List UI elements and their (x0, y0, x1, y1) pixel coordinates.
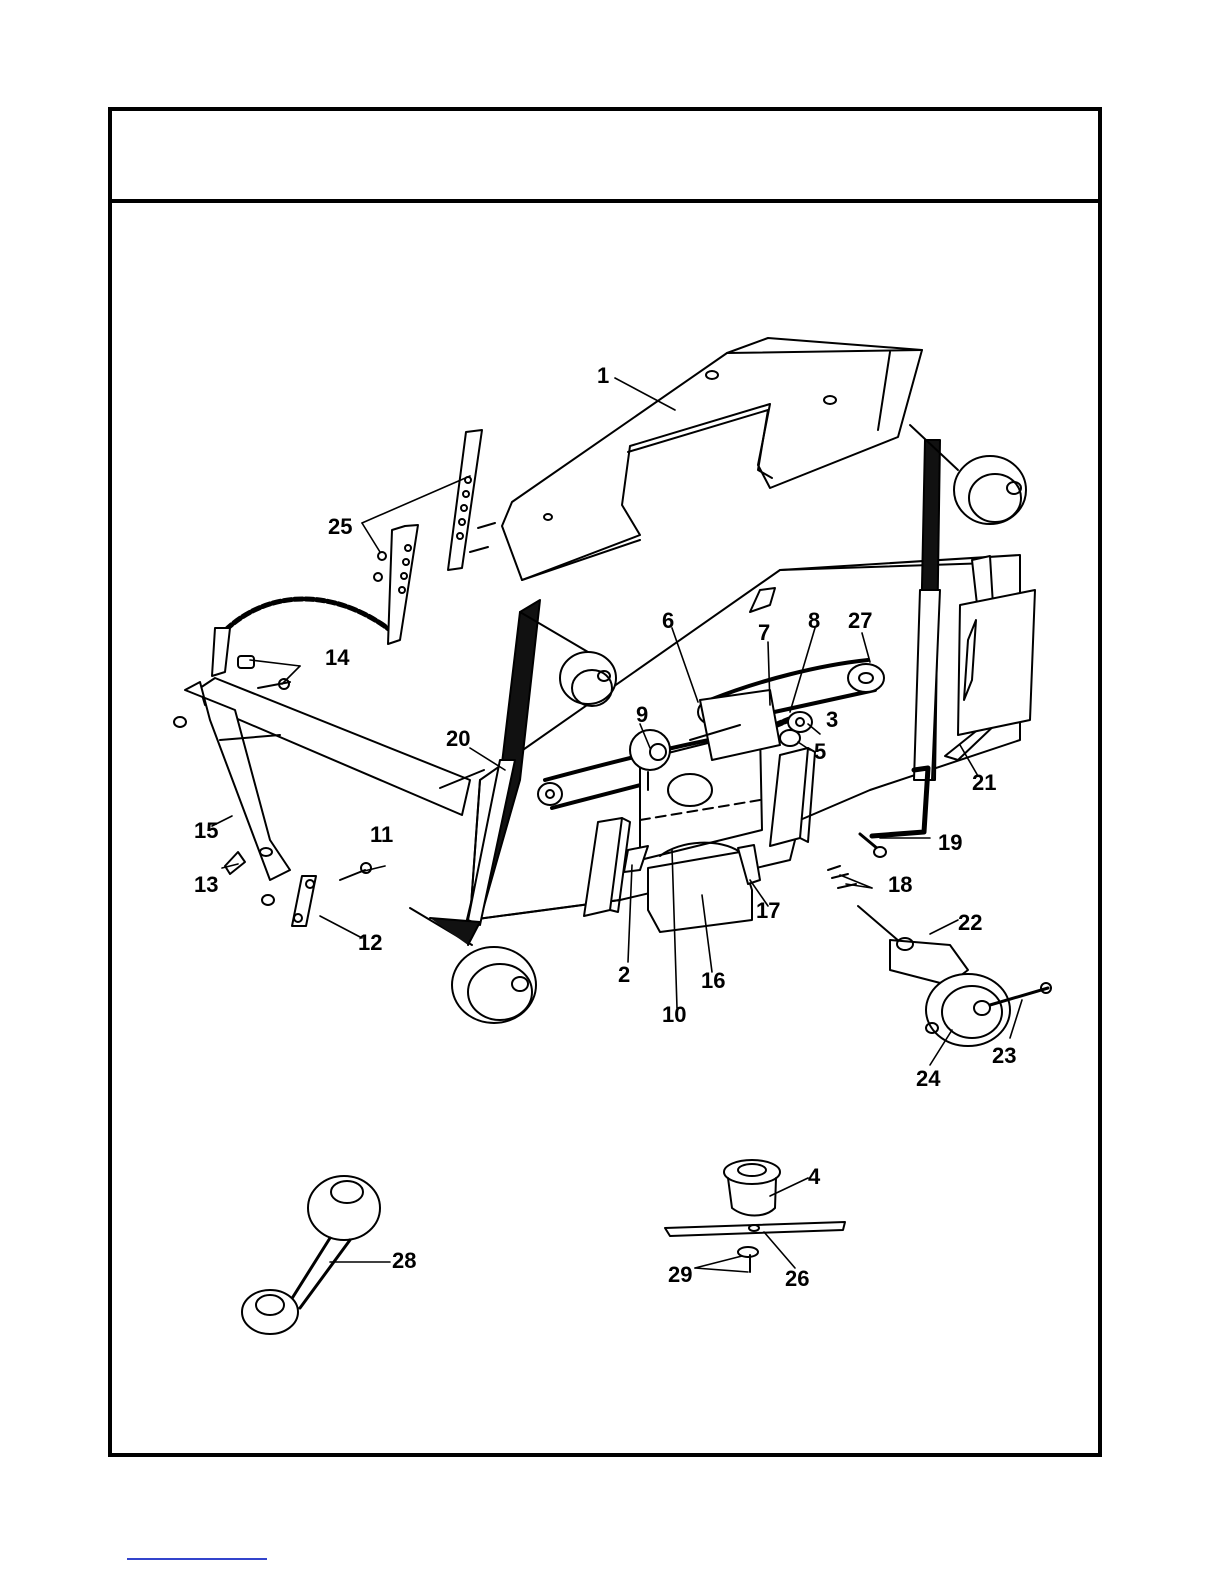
header-band (112, 111, 1098, 203)
nut-13 (262, 895, 274, 905)
callout-2: 2 (618, 962, 630, 987)
diagram-frame: 1 2 3 4 5 6 7 8 9 10 11 12 13 14 15 16 1… (108, 107, 1102, 1457)
callout-12: 12 (358, 930, 382, 955)
callout-22: 22 (958, 910, 982, 935)
front-lift-arm (174, 678, 470, 880)
callout-18: 18 (888, 872, 912, 897)
pulley-27 (848, 664, 884, 692)
callout-17: 17 (756, 898, 780, 923)
callout-13: 13 (194, 872, 218, 897)
deck-cover-shield (502, 338, 922, 580)
link-plate-12 (292, 876, 316, 926)
callout-4: 4 (808, 1164, 821, 1189)
callout-1: 1 (597, 363, 609, 388)
callout-23: 23 (992, 1043, 1016, 1068)
callout-19: 19 (938, 830, 962, 855)
callout-9: 9 (636, 702, 648, 727)
callout-11: 11 (370, 822, 393, 847)
callout-20: 20 (446, 726, 470, 751)
callout-21: 21 (972, 770, 996, 795)
blade-bolt-29 (738, 1247, 758, 1272)
callout-24: 24 (916, 1066, 941, 1091)
idler-pulley-3 (788, 712, 812, 732)
footer-link-underline[interactable] (127, 1558, 267, 1560)
callout-25: 25 (328, 514, 352, 539)
callout-10: 10 (662, 1002, 686, 1027)
callout-15: 15 (194, 818, 218, 843)
adjustment-bracket-a (388, 525, 418, 644)
callout-28: 28 (392, 1248, 416, 1273)
callout-7: 7 (758, 620, 770, 645)
cutting-blade-26 (665, 1222, 845, 1236)
caster-fork-22 (858, 906, 968, 985)
callout-8: 8 (808, 608, 820, 633)
callout-14: 14 (325, 645, 350, 670)
adjustment-bracket-b (448, 430, 482, 570)
callout-5: 5 (814, 739, 826, 764)
wheel-right-upper (954, 456, 1026, 524)
callout-27: 27 (848, 608, 872, 633)
wheel-left-lower (410, 908, 536, 1023)
blade-bushing-4 (724, 1160, 780, 1216)
callout-29: 29 (668, 1262, 692, 1287)
callout-26: 26 (785, 1266, 809, 1291)
caster-wheel-24 (926, 974, 1010, 1046)
bolt-11 (340, 863, 371, 880)
callout-6: 6 (662, 608, 674, 633)
callout-16: 16 (701, 968, 725, 993)
mower-deck-exploded-diagram: 1 2 3 4 5 6 7 8 9 10 11 12 13 14 15 16 1… (112, 203, 1098, 1453)
callout-3: 3 (826, 707, 838, 732)
spindle-shaft-28 (242, 1176, 380, 1334)
